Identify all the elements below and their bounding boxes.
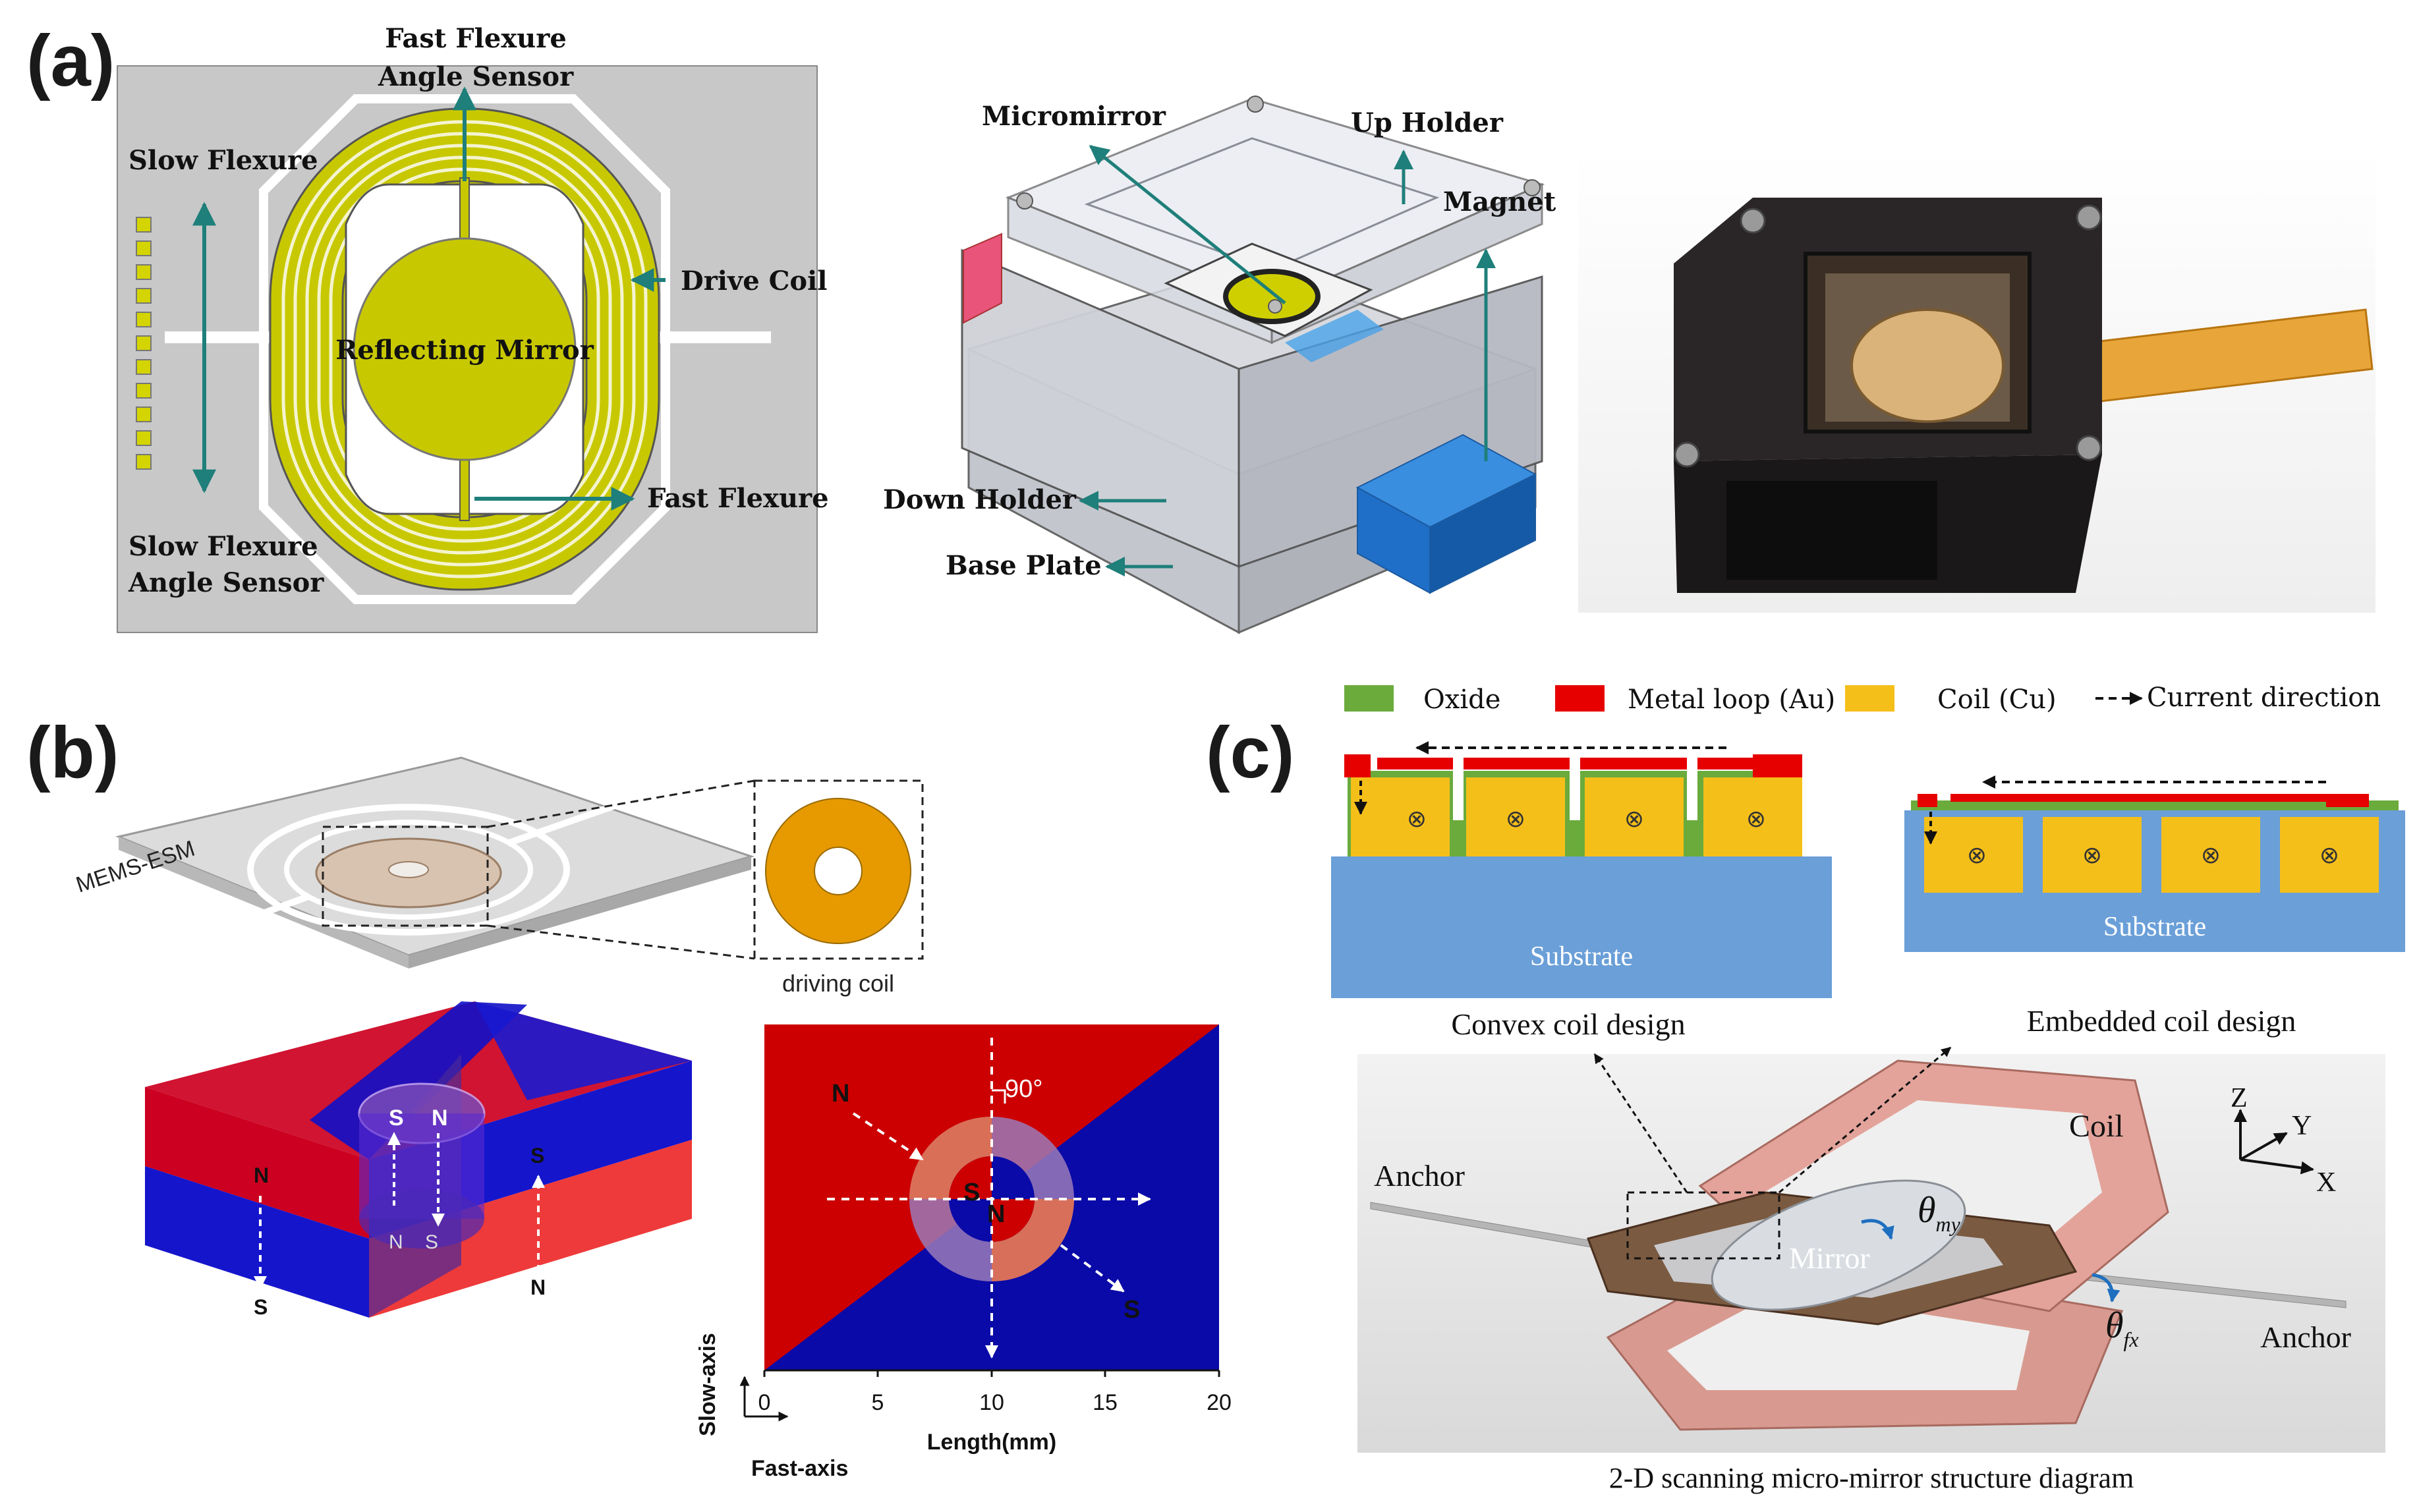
structure-anchor-right: Anchor — [2260, 1320, 2351, 1354]
convex-caption: Convex coil design — [1451, 1007, 1685, 1041]
pole-s-left: S — [254, 1295, 268, 1319]
micromirror-arrow — [1089, 145, 1286, 304]
panel-a-package-render: Micromirror Up Holder Magnet Down Holder… — [883, 96, 1556, 634]
structure-mirror-label: Mirror — [1789, 1241, 1870, 1275]
field-center-s: S — [963, 1179, 980, 1206]
micromirror-disc — [1223, 269, 1321, 324]
label-fast-flexure: Fast Flexure — [647, 483, 829, 514]
label-down-holder: Down Holder — [883, 484, 1077, 515]
embedded-coil-design — [1904, 775, 2405, 952]
pole-n1: N — [432, 1106, 448, 1131]
convex-substrate: Substrate — [1530, 941, 1633, 972]
label-fast-flexure-angle-sensor-1: Fast Flexure — [385, 23, 567, 54]
reflecting-mirror-disc — [353, 237, 577, 461]
cross-1: ⊗ — [1407, 806, 1427, 832]
label-drive-coil: Drive Coil — [681, 266, 827, 296]
field-angle: 90° — [1005, 1075, 1042, 1103]
panel-label-b: (b) — [26, 712, 119, 793]
panel-label-c: (c) — [1206, 712, 1294, 793]
legend-metal: Metal loop (Au) — [1628, 685, 1835, 715]
photo-mirror — [1850, 308, 2005, 423]
pole-n-left: N — [254, 1163, 269, 1187]
field-map — [764, 1024, 1219, 1370]
label-up-holder: Up Holder — [1351, 107, 1504, 138]
fast-axis-label: Fast-axis — [751, 1456, 848, 1481]
field-s-label: S — [1124, 1296, 1140, 1324]
panel-a-device-photo — [1578, 152, 2376, 613]
x-tick-5: 5 — [872, 1390, 884, 1415]
legend-oxide: Oxide — [1423, 685, 1500, 715]
magnet-left — [963, 233, 1002, 324]
panel-b-mems-esm: MEMS-ESM driving coil S N N S N S S N — [73, 756, 1232, 1481]
x-tick-15: 15 — [1093, 1390, 1118, 1415]
embedded-caption: Embedded coil design — [2027, 1004, 2296, 1038]
x-tick-10: 10 — [979, 1390, 1004, 1415]
magnet-block — [145, 1001, 692, 1318]
cross-6: ⊗ — [2082, 842, 2102, 868]
pole-s-right: S — [530, 1144, 544, 1167]
zoom-box — [322, 826, 489, 927]
panel-c: Oxide Metal loop (Au) Coil (Cu) Current … — [1331, 683, 2405, 1494]
legend-current: Current direction — [2147, 683, 2381, 713]
bond-pads — [136, 217, 152, 470]
outer-frame — [259, 94, 670, 604]
cross-7: ⊗ — [2201, 842, 2221, 868]
label-slow-flexure: Slow Flexure — [128, 145, 318, 176]
theta-my: θmy — [1918, 1190, 1961, 1236]
pole-n-right: N — [530, 1275, 546, 1299]
field-center-n: N — [987, 1200, 1005, 1228]
axis-z: Z — [2231, 1083, 2248, 1113]
label-driving-coil: driving coil — [782, 970, 894, 997]
cross-5: ⊗ — [1967, 842, 1987, 868]
label-magnet: Magnet — [1443, 186, 1556, 217]
slow-flexure-left — [165, 331, 270, 343]
label-slow-flexure-angle-sensor-1: Slow Flexure — [128, 531, 318, 562]
x-tick-0: 0 — [758, 1390, 771, 1415]
axis-x: X — [2316, 1167, 2336, 1198]
micromirror-structure-render — [1357, 1046, 2385, 1453]
panel-a-mirror-layout: Fast Flexure Angle Sensor Slow Flexure D… — [117, 23, 829, 633]
slow-flexure-right — [659, 331, 771, 343]
cross-3: ⊗ — [1624, 806, 1644, 832]
label-base-plate: Base Plate — [946, 550, 1102, 581]
x-tick-20: 20 — [1207, 1390, 1232, 1415]
structure-anchor-left: Anchor — [1374, 1159, 1465, 1192]
convex-coil-design — [1331, 741, 1832, 998]
structure-caption: 2-D scanning micro-mirror structure diag… — [1609, 1462, 2134, 1494]
label-fast-flexure-angle-sensor-2: Angle Sensor — [378, 61, 574, 92]
cross-8: ⊗ — [2319, 842, 2339, 868]
legend-metal-swatch — [1555, 685, 1605, 712]
structure-coil-label: Coil — [2069, 1109, 2124, 1144]
legend-coil: Coil (Cu) — [1937, 685, 2057, 715]
panel-label-a: (a) — [26, 20, 115, 101]
axis-y: Y — [2292, 1111, 2312, 1141]
pole-n-bottom1: N — [389, 1231, 403, 1253]
legend-coil-swatch — [1845, 685, 1894, 712]
theta-fx: θfx — [2105, 1305, 2139, 1351]
pole-s-bottom1: S — [425, 1231, 438, 1253]
slow-axis-label: Slow-axis — [695, 1333, 720, 1436]
x-axis-label: Length(mm) — [927, 1430, 1056, 1455]
label-slow-flexure-angle-sensor-2: Angle Sensor — [128, 567, 324, 598]
label-micromirror: Micromirror — [982, 101, 1166, 132]
label-reflecting-mirror: Reflecting Mirror — [335, 335, 594, 366]
cross-4: ⊗ — [1746, 806, 1766, 832]
field-map-x-axis — [763, 1369, 1220, 1377]
pole-s1: S — [389, 1106, 404, 1131]
legend-oxide-swatch — [1344, 685, 1394, 712]
embedded-substrate: Substrate — [2103, 912, 2206, 942]
cross-2: ⊗ — [1506, 806, 1525, 832]
structure-mirror — [1711, 1179, 1966, 1311]
field-n-label: N — [832, 1080, 849, 1107]
